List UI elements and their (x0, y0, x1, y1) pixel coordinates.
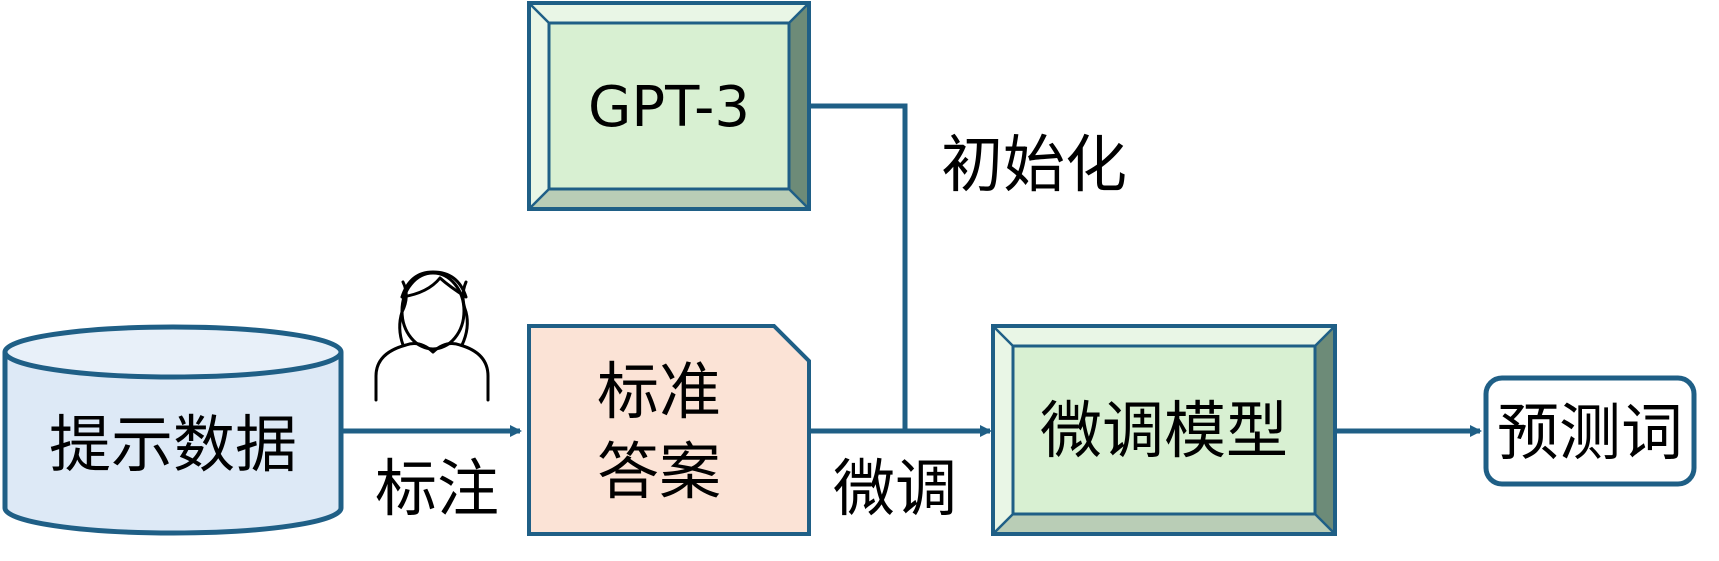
prompt-data-label: 提示数据 (49, 408, 297, 481)
predicted-words-label: 预测词 (1497, 396, 1683, 469)
gpt3-node: GPT-3 (527, 1, 811, 211)
database-body (2, 352, 344, 536)
finetuned-model-node: 微调模型 (991, 324, 1337, 536)
standard-answer-label-line2: 答案 (597, 435, 721, 508)
line-gpt3-to-merge (810, 103, 908, 431)
finetuned-model-label: 微调模型 (1040, 394, 1288, 467)
person-icon (374, 270, 490, 402)
prompt-data-node: 提示数据 (2, 324, 344, 536)
finetune-edge-label: 微调 (833, 452, 957, 525)
answer-document-shape (527, 324, 811, 536)
gpt3-label: GPT-3 (588, 75, 750, 140)
initialize-edge-label: 初始化 (941, 128, 1127, 201)
annotate-edge-label: 标注 (375, 452, 499, 525)
predicted-words-node: 预测词 (1483, 375, 1697, 487)
database-top (2, 324, 344, 380)
connectors (343, 103, 1482, 437)
standard-answer-label-line1: 标准 (597, 355, 721, 428)
standard-answer-node: 标准 答案 (527, 324, 811, 536)
